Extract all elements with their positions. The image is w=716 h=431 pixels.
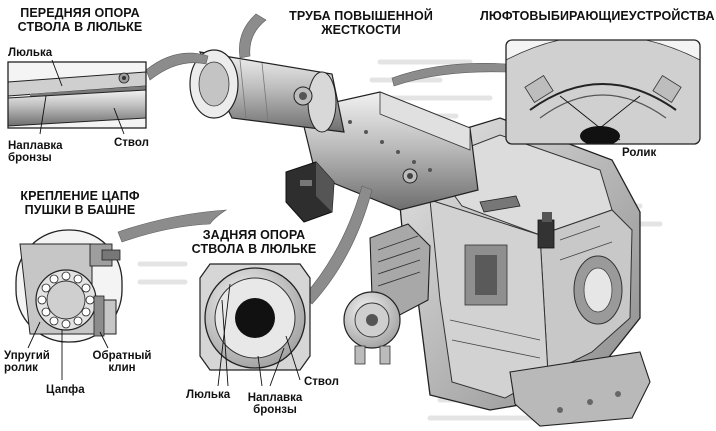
arrow-rigid-tube [239, 13, 267, 59]
rear-support-title-line-2: СТВОЛА В ЛЮЛЬКЕ [191, 241, 317, 256]
trunnion-label: Цапфа [46, 384, 85, 396]
front-support-title: ПЕРЕДНЯЯ ОПОРА СТВОЛА В ЛЮЛЬКЕ [12, 6, 148, 34]
rigid-tube-title: ТРУБА ПОВЫШЕННОЙ ЖЕСТКОСТИ [281, 9, 441, 37]
trunnion-mount-title-line-1: КРЕПЛЕНИЕ ЦАПФ [20, 189, 140, 203]
elastic-roller-label-line-1: Упругий [4, 350, 50, 362]
servo-unit [343, 223, 431, 365]
inset-trunnion [15, 229, 123, 380]
elastic-roller-label-line-2: ролик [4, 362, 38, 375]
rigid-tube-title-line-1: ТРУБА ПОВЫШЕННОЙ [289, 9, 433, 23]
trunnion-mount-title: КРЕПЛЕНИЕ ЦАПФ ПУШКИ В БАШНЕ [14, 189, 146, 217]
arrow-front-support [145, 52, 209, 81]
arrow-rear-support [303, 185, 373, 305]
rear-support-title-line-1: ЗАДНЯЯ ОПОРА [202, 228, 306, 242]
reverse-wedge-label: Обратный клин [86, 350, 158, 375]
rear-barrel-label: Ствол [304, 376, 339, 388]
rear-bronze-label: Наплавка бронзы [240, 392, 310, 417]
barrel-ring [307, 71, 337, 133]
backlash-title: ЛЮФТОВЫБИРАЮЩИЕУСТРОЙСТВА [480, 9, 715, 23]
front-bronze-label-line-2: бронзы [8, 152, 52, 165]
rear-cradle-label: Люлька [186, 389, 231, 401]
pointer-arrows [117, 13, 507, 305]
inset-front-support [7, 59, 147, 135]
roller-label: Ролик [622, 147, 657, 159]
reverse-wedge-label-line-1: Обратный [92, 350, 152, 362]
arrow-trunnion [117, 209, 228, 243]
inset-backlash [505, 39, 701, 145]
front-support-title-line-2: СТВОЛА В ЛЮЛЬКЕ [17, 19, 143, 34]
rear-barrel-bore [235, 298, 275, 338]
rear-bronze-label-line-1: Наплавка [247, 392, 303, 404]
rear-support-title: ЗАДНЯЯ ОПОРА СТВОЛА В ЛЮЛЬКЕ [178, 228, 330, 256]
front-bronze-label-line-1: Наплавка [8, 140, 63, 152]
rear-bronze-label-line-2: бронзы [253, 404, 297, 417]
front-support-title-line-1: ПЕРЕДНЯЯ ОПОРА [20, 6, 140, 20]
inset-rear-support [199, 263, 311, 387]
roller-shape [580, 126, 620, 144]
trunnion-mount-title-line-2: ПУШКИ В БАШНЕ [24, 202, 136, 217]
front-bronze-label: Наплавка бронзы [8, 140, 63, 165]
bearing-rollers [37, 271, 95, 329]
arrow-backlash [391, 62, 507, 87]
reverse-wedge-label-line-2: клин [108, 362, 136, 375]
bracket-device [479, 195, 555, 249]
rigid-tube-title-line-2: ЖЕСТКОСТИ [321, 22, 401, 37]
front-cradle-label: Люлька [8, 47, 53, 59]
elastic-roller-label: Упругий ролик [4, 350, 50, 375]
front-barrel-label: Ствол [114, 137, 149, 149]
lower-rail [509, 351, 651, 427]
gun-assembly [189, 49, 651, 427]
